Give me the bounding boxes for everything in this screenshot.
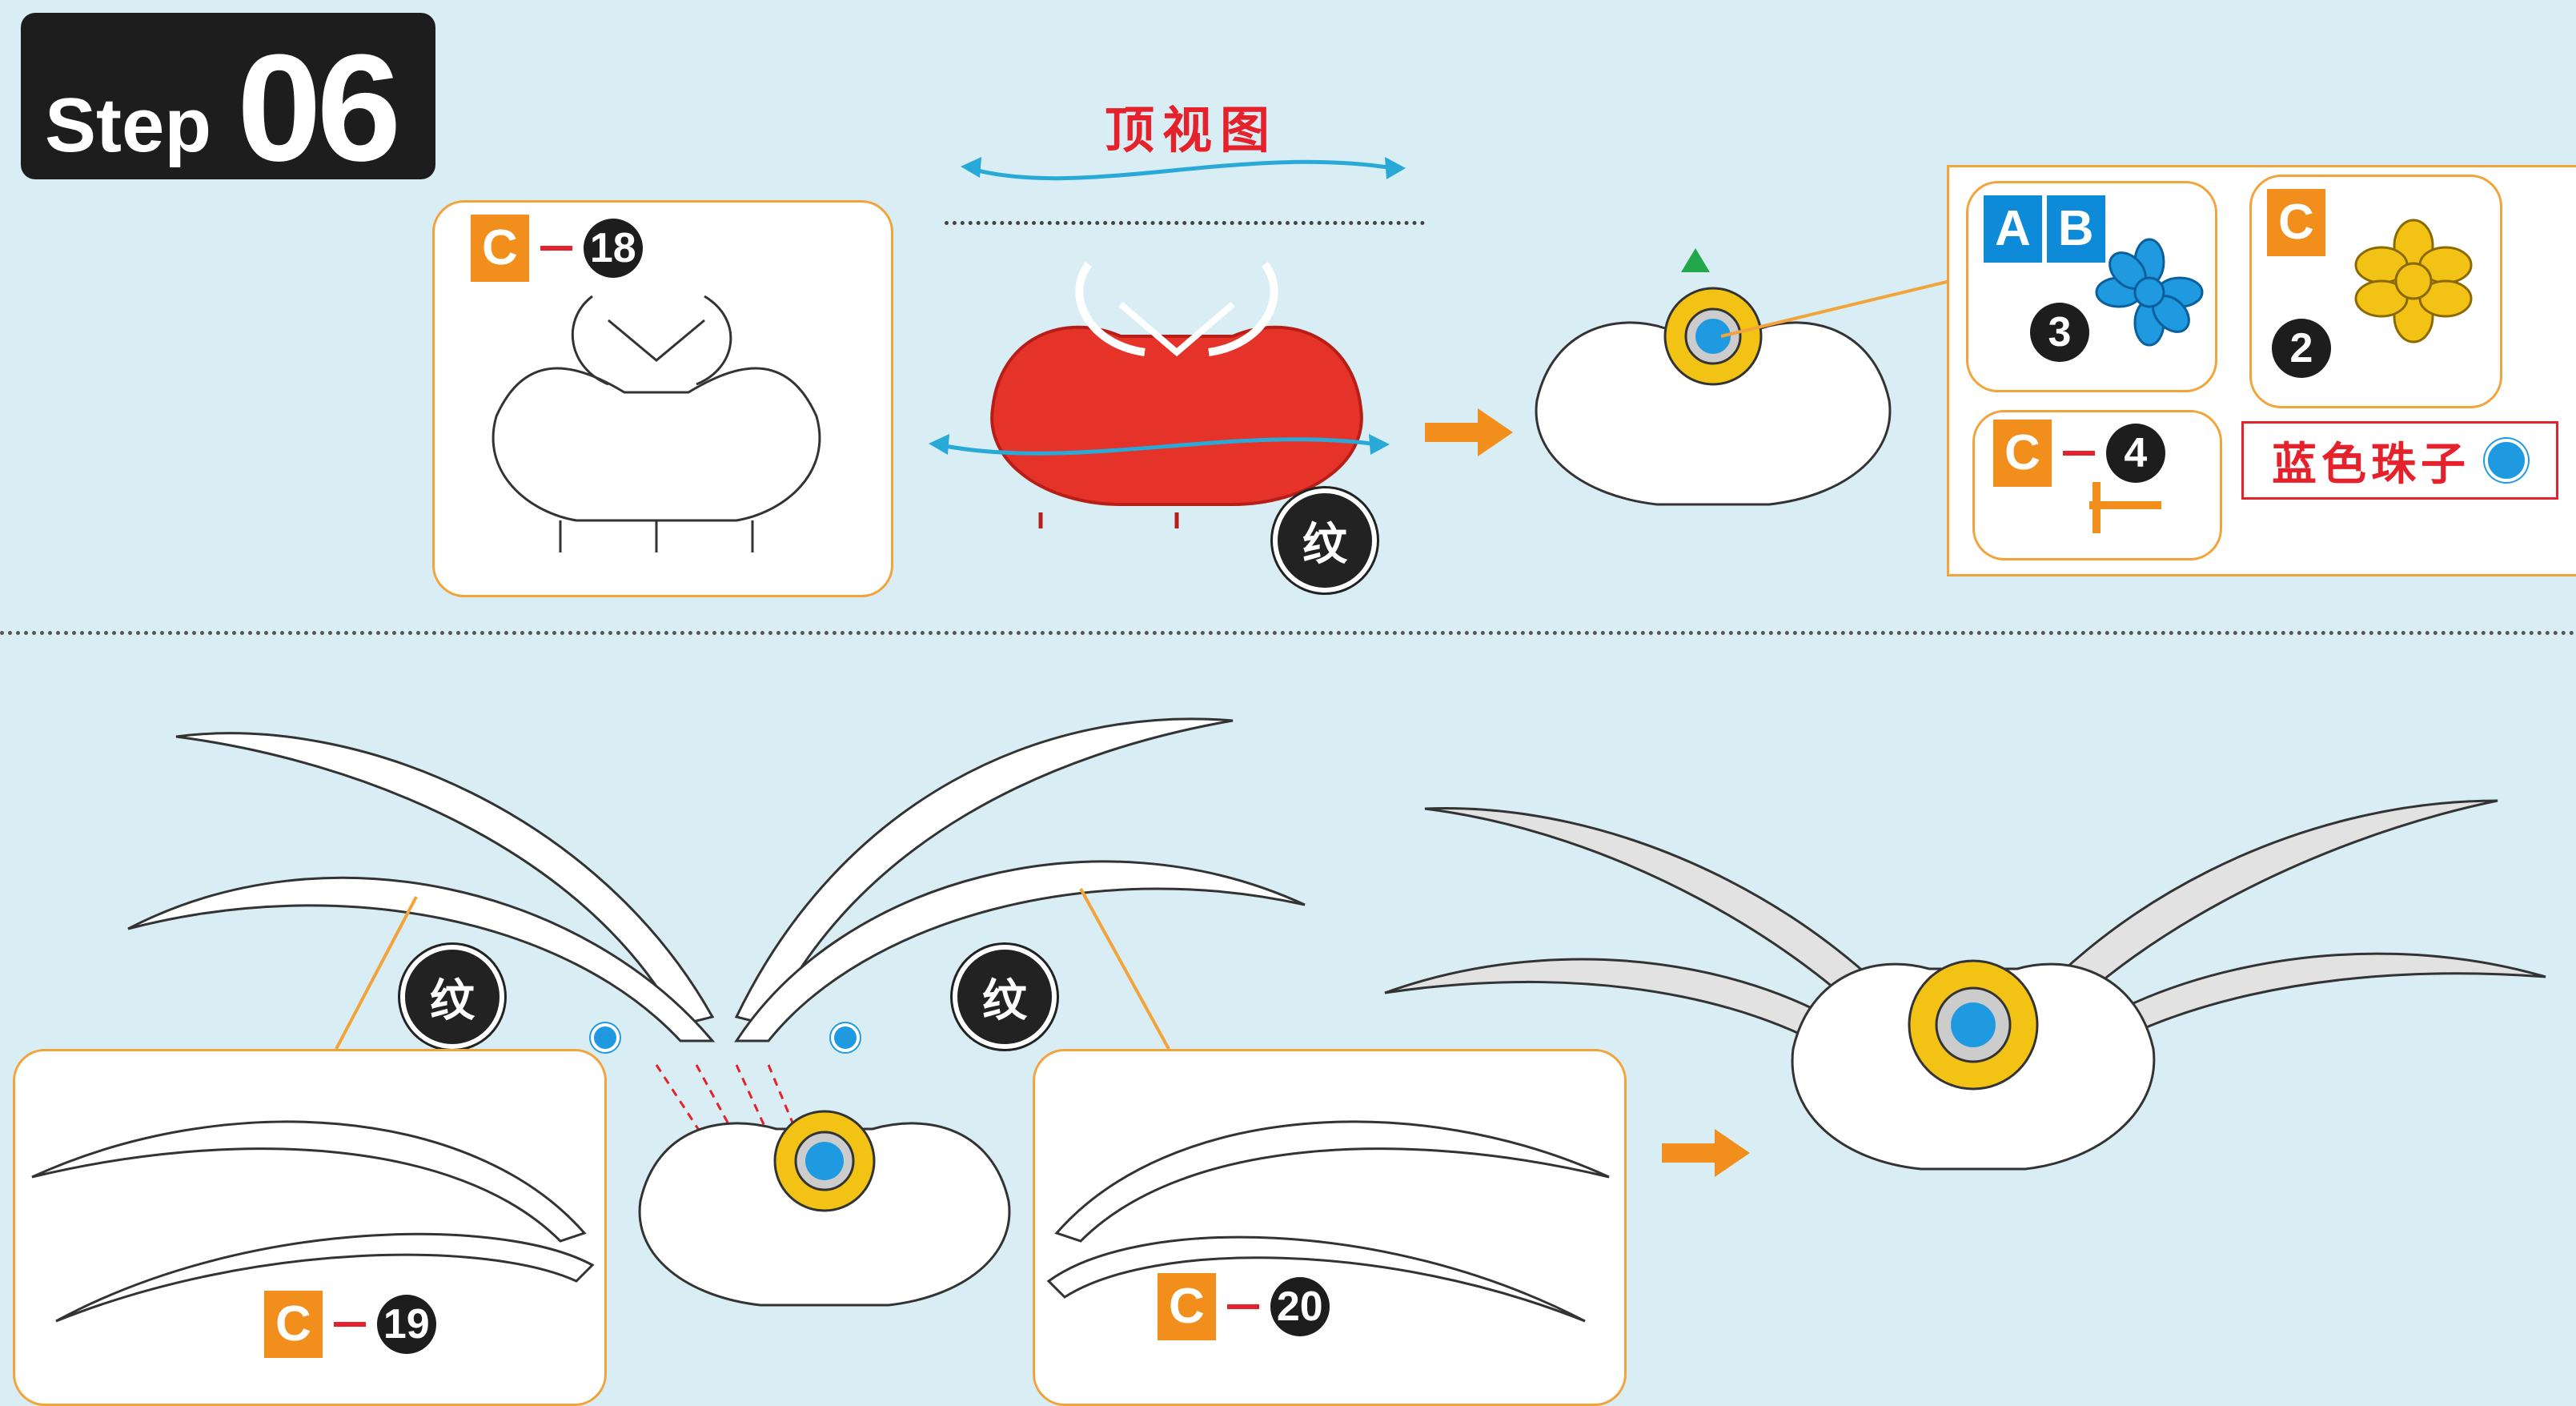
top-view-label: 顶视图 (1105, 101, 1278, 159)
code-ab: A B (1984, 195, 2105, 263)
blue-bead-icon (2485, 439, 2528, 482)
number-c19: 19 (376, 1295, 436, 1354)
letter-a: A (1984, 195, 2042, 263)
feather-part-c20-icon (1046, 1120, 1610, 1323)
yellow-flower-icon (2354, 219, 2473, 343)
blue-flower-icon (2095, 238, 2204, 347)
section-divider (0, 631, 2576, 635)
number-ab3: 3 (2030, 303, 2089, 362)
number-c18: 18 (583, 219, 643, 278)
blue-bead-icon (831, 1023, 860, 1052)
code-c4: C 4 (1993, 420, 2165, 487)
dash (2062, 451, 2095, 456)
crab-body-red-icon (990, 262, 1363, 528)
top-view-divider (945, 221, 1425, 225)
code-c18: C 18 (471, 215, 643, 282)
step-word: Step (45, 82, 212, 168)
code-c2: C (2267, 189, 2325, 256)
pattern-mark-3: 纹 (953, 945, 1057, 1049)
number-c2: 2 (2272, 319, 2331, 378)
blue-bead-icon (591, 1023, 620, 1052)
step-badge: Step 06 (21, 13, 435, 193)
code-c19: C 19 (264, 1291, 436, 1358)
letter-c2: C (2267, 189, 2325, 256)
pin-part-icon (2089, 482, 2161, 533)
crab-assembly-center-icon (638, 1064, 1011, 1307)
pattern-mark-1: 纹 (1273, 488, 1377, 593)
callout-lines-bottom (335, 888, 1170, 1050)
letter-c18: C (471, 215, 529, 282)
dash (1226, 1304, 1259, 1309)
step-number: 06 (237, 23, 401, 193)
assembled-crab-final-icon (1384, 799, 2546, 1171)
letter-c4: C (1993, 420, 2052, 487)
callout-line-top (1720, 279, 1954, 338)
rotation-arrow-bottom-icon (929, 434, 1390, 456)
letter-c19: C (264, 1291, 323, 1358)
feather-part-c19-icon (31, 1120, 595, 1323)
tail-feathers-icon (127, 717, 1306, 1042)
dash (333, 1322, 366, 1327)
orange-arrow-icon (1425, 408, 1513, 456)
letter-c20: C (1158, 1273, 1216, 1340)
letter-b: B (2046, 195, 2105, 263)
dash (540, 246, 572, 251)
green-triangle-icon (1681, 248, 1710, 272)
code-c20: C 20 (1158, 1273, 1330, 1340)
crab-body-outline-icon (492, 295, 821, 552)
assembled-crab-top-icon (1535, 248, 1892, 506)
rotation-arrow-top-icon (961, 157, 1406, 181)
bead-label: 蓝色珠子 (2241, 421, 2558, 500)
orange-arrow-icon (1662, 1129, 1750, 1177)
bead-label-text: 蓝色珠子 (2272, 438, 2470, 491)
pattern-mark-2: 纹 (400, 945, 504, 1049)
number-c4: 4 (2105, 424, 2165, 483)
number-c20: 20 (1270, 1277, 1330, 1336)
